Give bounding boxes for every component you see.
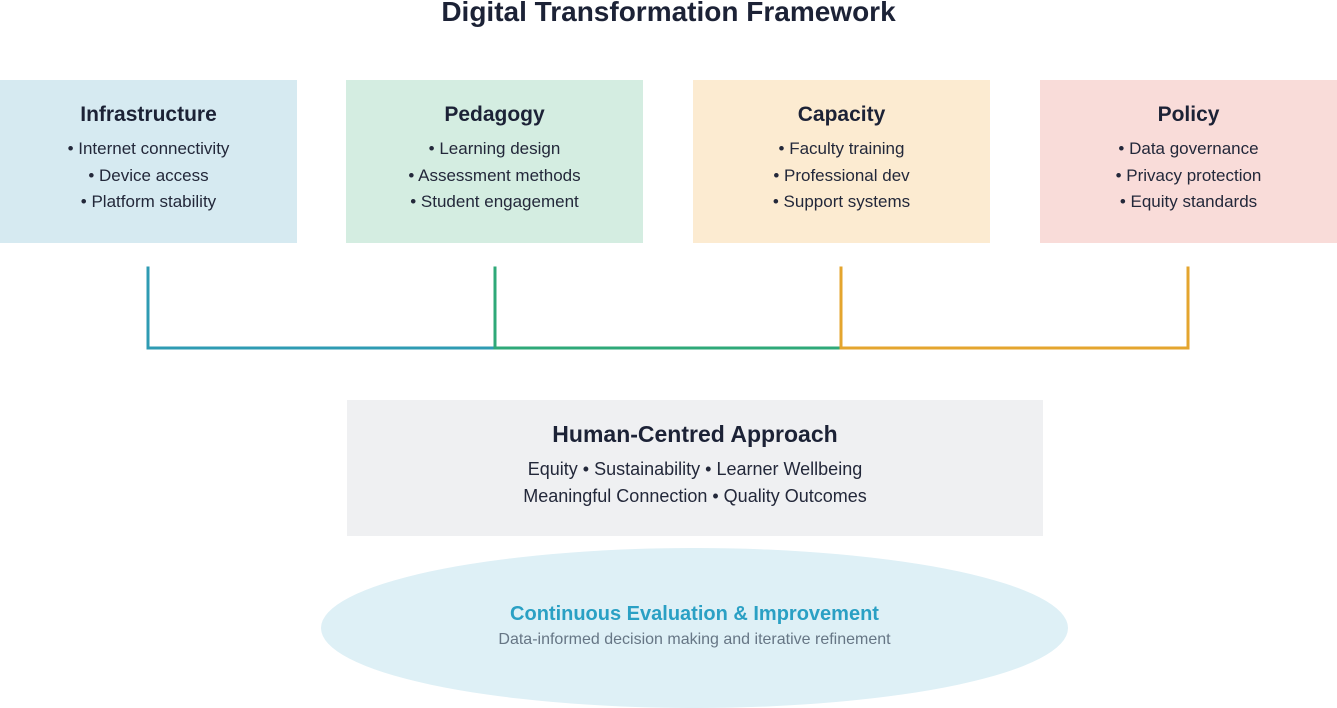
pillar-title: Infrastructure [80,103,217,126]
approach-line: Equity • Sustainability • Learner Wellbe… [527,459,863,479]
pillar-infrastructure: Infrastructure • Internet connectivity •… [0,80,297,243]
pillar-item: • Platform stability [80,192,217,211]
pillar-title: Pedagogy [444,103,545,126]
pillar-item: • Assessment methods [408,165,581,185]
pillar-item: • Faculty training [778,139,905,158]
pillar-item: • Student engagement [410,192,579,211]
pillar-capacity: Capacity • Faculty training • Profession… [693,80,990,243]
approach-title: Human-Centred Approach [552,421,838,447]
evaluation-title: Continuous Evaluation & Improvement [510,603,879,625]
human-centred-approach-box: Human-Centred Approach Equity • Sustaina… [347,400,1043,536]
pillar-pedagogy: Pedagogy • Learning design • Assessment … [346,80,643,243]
pillar-item: • Device access [88,165,209,185]
pillar-item: • Privacy protection [1115,165,1262,185]
pillar-item: • Learning design [428,139,561,158]
pillar-item: • Equity standards [1119,192,1258,211]
evaluation-ellipse: Continuous Evaluation & Improvement Data… [321,548,1068,708]
diagram-title: Digital Transformation Framework [441,0,896,27]
pillar-item: • Data governance [1118,139,1259,158]
approach-line: Meaningful Connection • Quality Outcomes [523,486,867,506]
evaluation-subtitle: Data-informed decision making and iterat… [498,631,891,648]
pillar-item: • Support systems [772,192,911,211]
pillar-policy: Policy • Data governance • Privacy prote… [1040,80,1337,243]
pillar-title: Capacity [797,103,886,126]
pillar-title: Policy [1157,103,1220,126]
pillar-item: • Internet connectivity [67,139,230,158]
pillar-item: • Professional dev [773,165,910,185]
